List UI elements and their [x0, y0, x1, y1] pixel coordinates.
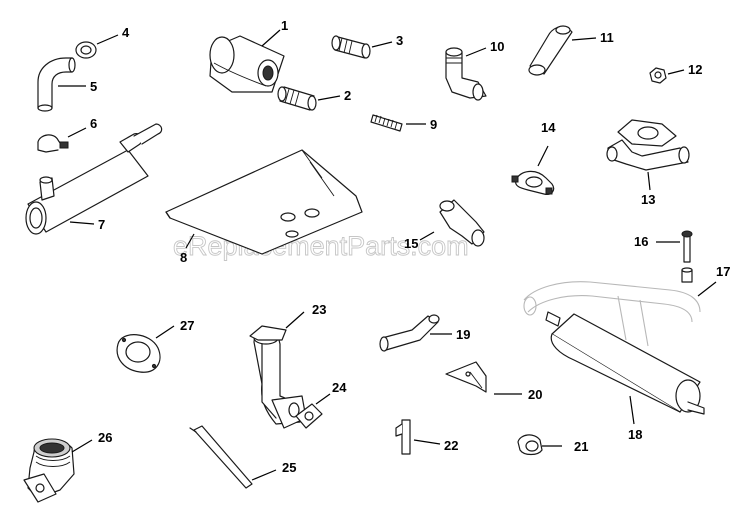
part-24-gasket[interactable]	[295, 403, 323, 429]
part-23-manifold[interactable]	[249, 325, 307, 429]
callout-2: 2	[344, 88, 351, 103]
part-21-cap[interactable]	[517, 434, 543, 456]
leader-1	[261, 29, 281, 47]
part-15-elbow[interactable]	[439, 199, 485, 247]
leader-15	[419, 231, 435, 241]
leader-3	[371, 41, 393, 48]
callout-18: 18	[628, 427, 642, 442]
leader-10	[465, 47, 487, 57]
part-22-clip[interactable]	[395, 419, 411, 455]
part-8-heat-shield[interactable]	[165, 149, 363, 255]
leader-13	[647, 171, 651, 191]
callout-15: 15	[404, 236, 418, 251]
leader-22	[413, 439, 441, 445]
callout-27: 27	[180, 318, 194, 333]
leader-12	[667, 69, 685, 75]
callout-16: 16	[634, 234, 648, 249]
part-13-flanged-elbow[interactable]	[606, 119, 690, 171]
callout-10: 10	[490, 39, 504, 54]
callout-4: 4	[122, 25, 130, 40]
callout-20: 20	[528, 387, 542, 402]
leader-4	[96, 34, 119, 45]
leader-2	[317, 95, 341, 101]
callout-6: 6	[90, 116, 97, 131]
callout-14: 14	[541, 120, 556, 135]
leader-17	[697, 281, 717, 297]
callout-13: 13	[641, 192, 655, 207]
part-16-pin[interactable]	[681, 230, 693, 283]
part-1-air-cleaner[interactable]	[209, 35, 285, 93]
leader-27	[155, 325, 175, 339]
callout-25: 25	[282, 460, 296, 475]
callout-11: 11	[600, 30, 614, 45]
leader-8	[185, 233, 195, 249]
leader-14	[537, 145, 549, 167]
part-18-muffler[interactable]	[545, 311, 705, 415]
leader-24	[315, 393, 331, 405]
callout-12: 12	[688, 62, 702, 77]
callout-7: 7	[98, 217, 105, 232]
callout-9: 9	[430, 117, 437, 132]
leader-18	[629, 395, 635, 425]
callout-26: 26	[98, 430, 112, 445]
part-5-exhaust-elbow[interactable]	[37, 57, 76, 112]
part-10-street-elbow[interactable]	[445, 47, 487, 101]
leader-11	[571, 37, 597, 41]
callout-24: 24	[332, 380, 347, 395]
part-12-nut[interactable]	[649, 67, 667, 84]
callout-23: 23	[312, 302, 326, 317]
part-20-bracket[interactable]	[445, 361, 487, 393]
part-2-pipe-nipple[interactable]	[277, 86, 317, 111]
leader-25	[251, 469, 277, 481]
callout-19: 19	[456, 327, 470, 342]
part-6-clamp[interactable]	[37, 134, 69, 153]
callout-21: 21	[574, 439, 588, 454]
callout-3: 3	[396, 33, 403, 48]
callout-17: 17	[716, 264, 730, 279]
part-27-gasket[interactable]	[116, 334, 161, 373]
leader-26	[71, 439, 93, 453]
part-4-gasket[interactable]	[75, 41, 97, 59]
leader-7	[69, 221, 95, 225]
callout-22: 22	[444, 438, 458, 453]
part-19-tube[interactable]	[379, 314, 440, 352]
leader-6	[67, 127, 87, 138]
part-26-flanged-fitting[interactable]	[23, 438, 75, 503]
part-9-stud[interactable]	[370, 114, 403, 132]
part-17-exhaust-assembly[interactable]	[523, 281, 701, 347]
part-3-pipe-nipple[interactable]	[331, 35, 371, 59]
part-7-muffler[interactable]	[25, 123, 163, 235]
part-14-hose-clamp[interactable]	[511, 170, 555, 195]
part-25-strap[interactable]	[189, 425, 253, 489]
callout-1: 1	[281, 18, 288, 33]
leader-23	[285, 311, 305, 329]
callout-5: 5	[90, 79, 97, 94]
part-11-elbow[interactable]	[528, 25, 573, 76]
callout-8: 8	[180, 250, 187, 265]
